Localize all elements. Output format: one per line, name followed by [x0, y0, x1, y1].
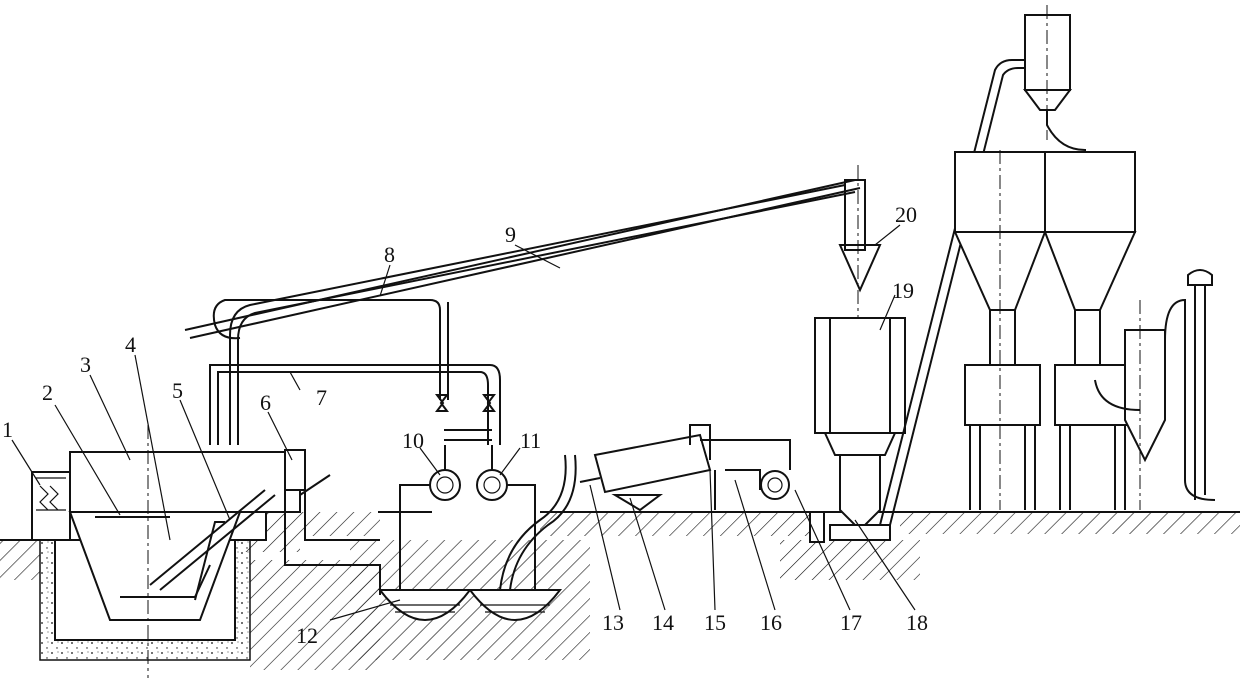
label-13: 13	[602, 610, 624, 635]
label-11: 11	[520, 428, 541, 453]
label-6: 6	[260, 390, 271, 415]
label-20: 20	[895, 202, 917, 227]
label-10: 10	[402, 428, 424, 453]
label-16: 16	[760, 610, 782, 635]
label-7: 7	[316, 385, 327, 410]
label-17: 17	[840, 610, 862, 635]
pipe-network	[184, 165, 882, 500]
silo-plant	[879, 5, 1216, 526]
pump-station	[377, 445, 577, 621]
label-12: 12	[296, 623, 318, 648]
leader-lines	[11, 224, 916, 621]
label-3: 3	[80, 352, 91, 377]
label-8: 8	[384, 242, 395, 267]
label-15: 15	[704, 610, 726, 635]
label-5: 5	[172, 378, 183, 403]
label-1: 1	[2, 417, 13, 442]
quench-tank-assembly	[31, 425, 381, 678]
label-4: 4	[125, 332, 136, 357]
ground	[0, 511, 1240, 670]
labels: 1 2 3 4 5 6 7 8 9 10 11 12 13 14 15 16 1…	[2, 202, 928, 648]
label-2: 2	[42, 380, 53, 405]
filter-pump-unit	[579, 424, 825, 543]
label-14: 14	[652, 610, 674, 635]
label-18: 18	[906, 610, 928, 635]
label-19: 19	[892, 278, 914, 303]
label-9: 9	[505, 222, 516, 247]
separator-column	[814, 317, 906, 541]
